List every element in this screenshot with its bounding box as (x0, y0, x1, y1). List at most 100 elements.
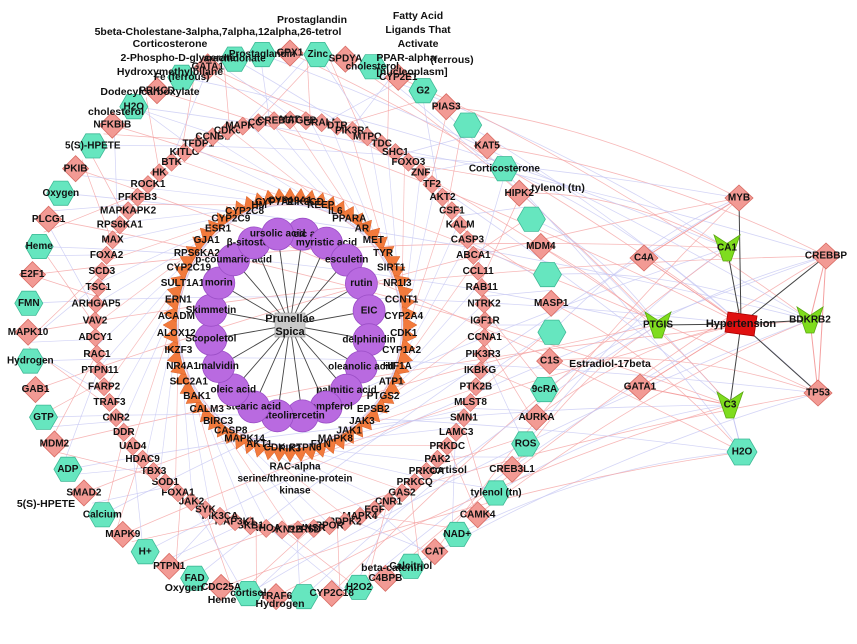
edge (643, 257, 742, 325)
gene-label: CDC25A (201, 582, 241, 593)
metabolite-node (489, 156, 519, 182)
target-label: IGF1R (470, 315, 500, 326)
target-triangle (291, 188, 309, 203)
target-label: SMAD1 (272, 115, 307, 126)
edge (48, 218, 731, 406)
target-label: RPS6KA1 (97, 220, 144, 231)
target-triangle (378, 246, 395, 261)
metabolite-label: Calcitriol (389, 561, 432, 572)
target-triangle (389, 265, 406, 281)
edge (81, 159, 113, 242)
target-label: MAPK14 (224, 433, 265, 444)
target-node (87, 344, 107, 364)
target-label: SOD1 (152, 477, 180, 488)
target-label: VAV2 (83, 315, 108, 326)
edge (540, 246, 731, 406)
target-label: SKB1 (237, 520, 264, 531)
free-label: Hydrogen (255, 598, 304, 610)
gene-label: MDM4 (526, 241, 556, 252)
gene-node (371, 564, 399, 592)
metabolite-node (408, 78, 438, 104)
edge (116, 456, 141, 530)
edge (28, 338, 96, 343)
compound-label: oleanolic acid (328, 362, 394, 373)
gene-node (109, 520, 137, 548)
gene-label: GATA1 (624, 382, 657, 393)
target-triangle (339, 205, 354, 223)
target-node (175, 143, 194, 162)
target-label: TBX3 (141, 466, 167, 477)
metabolite-node (119, 94, 149, 120)
free-label: cortisol (429, 464, 467, 476)
target-label: MTPO (353, 131, 382, 142)
edge (71, 467, 150, 476)
metabolite-node (726, 438, 758, 466)
metabolite-label: GTP (33, 412, 54, 423)
gene-node (464, 501, 492, 529)
compound-label: β-sitosterol (227, 238, 282, 249)
edge (738, 197, 742, 325)
target-triangle (339, 427, 354, 445)
gene-node (14, 318, 42, 346)
gene-node (98, 111, 126, 139)
metabolite-label: 5(S)-HPETE (65, 141, 121, 152)
target-label: EGF (364, 504, 385, 515)
target-node (97, 245, 117, 265)
target-label: TFDP1 (182, 139, 214, 150)
target-label: JAK2 (179, 496, 205, 507)
gene-node (473, 132, 501, 160)
target-label: BTK (161, 157, 182, 168)
edge (643, 197, 740, 259)
edge (103, 133, 205, 142)
edge (194, 197, 740, 579)
target-label: GJA1 (194, 235, 221, 246)
target-label: MAPK1 (225, 121, 260, 132)
metabolite-node (516, 206, 546, 232)
target-label: SIRT1 (377, 263, 406, 274)
gene-label: CYP2C18 (309, 588, 354, 599)
edge (531, 218, 659, 326)
target-label: ARHGAP5 (72, 299, 121, 310)
free-label: (ferrous) (430, 54, 473, 66)
gene-node (724, 184, 754, 212)
target-node (241, 516, 260, 536)
edge (47, 420, 118, 428)
compound-node (261, 217, 295, 251)
target-label: DTR (327, 121, 348, 132)
target-node (106, 408, 126, 428)
target-node (181, 492, 201, 512)
target-label: MAPK8 (318, 433, 353, 444)
edge (282, 529, 358, 589)
target-node (411, 163, 431, 183)
edge (430, 435, 530, 468)
free-label: 5(S)-HPETE (17, 498, 75, 510)
edge (333, 303, 485, 445)
target-triangle (400, 338, 416, 355)
gene-label: MASP1 (534, 298, 569, 309)
edge (156, 90, 742, 325)
gene-label: PTPN1 (153, 561, 186, 572)
target-label: PIK3R1 (335, 125, 370, 136)
hub-node (644, 311, 672, 339)
target-node (138, 175, 158, 194)
target-label: TSC1 (86, 282, 112, 293)
free-labels-layer: 5beta-Cholestane-3alpha,7alpha,12alpha,2… (17, 10, 651, 610)
edge (477, 170, 507, 269)
target-label: MLST8 (454, 397, 487, 408)
target-label: BAK1 (183, 391, 211, 402)
target-triangle (243, 438, 259, 455)
edge (639, 386, 731, 406)
metabolite-node (167, 64, 197, 90)
target-label: FOXA1 (161, 487, 195, 498)
target-label: SCD3 (88, 266, 115, 277)
target-node (288, 520, 308, 540)
edge (169, 66, 209, 164)
target-label: CASP3 (451, 234, 485, 245)
target-node (94, 377, 114, 397)
edge (487, 145, 827, 257)
target-label: IKZF3 (165, 345, 193, 356)
edge (467, 124, 819, 394)
metabolite-node (180, 565, 210, 591)
target-label: CREB3 (257, 115, 291, 126)
